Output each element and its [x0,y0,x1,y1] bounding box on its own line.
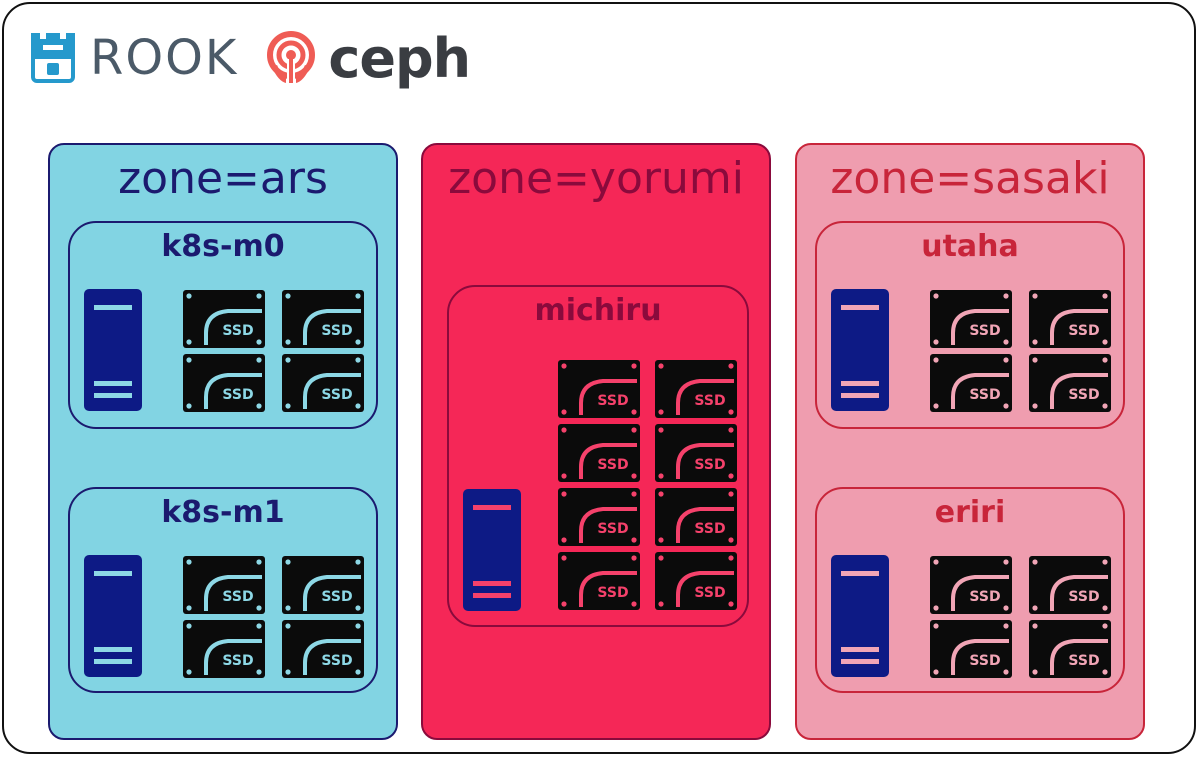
ssd-drive-icon: SSD [557,423,641,483]
host-name: eriri [934,495,1006,530]
ssd-label: SSD [1068,387,1099,403]
host-name: utaha [921,229,1019,264]
ssd-label: SSD [969,589,1000,605]
ssd-label: SSD [1068,323,1099,339]
rook-castle-icon [31,33,75,83]
ssd-drive-icon: SSD [557,359,641,419]
ssd-label: SSD [321,589,352,605]
ssd-label: SSD [1068,653,1099,669]
ssd-label: SSD [694,457,725,473]
ssd-drive-icon: SSD [182,555,266,615]
ssd-drive-icon: SSD [654,423,738,483]
logo-bar: ROOK ceph [28,26,471,90]
ssd-label: SSD [597,457,628,473]
ssd-drive-icon: SSD [281,289,365,349]
ssd-drive-icon: SSD [654,359,738,419]
ssd-drive-icon: SSD [281,555,365,615]
ssd-drive-icon: SSD [654,551,738,611]
ssd-label: SSD [969,387,1000,403]
host-name: michiru [534,293,662,328]
server-icon [84,289,142,411]
host-name: k8s-m0 [161,229,285,264]
ssd-drive-icon: SSD [182,353,266,413]
ssd-drive-icon: SSD [281,353,365,413]
ssd-drive-icon: SSD [1028,555,1112,615]
ceph-logo-icon [267,31,316,83]
ssd-drive-icon: SSD [182,619,266,679]
zone-title: zone=yorumi [448,153,744,204]
rook-wordmark: ROOK [90,30,239,86]
ssd-label: SSD [597,393,628,409]
ceph-wordmark: ceph [328,26,471,90]
ssd-label: SSD [597,585,628,601]
ssd-drive-icon: SSD [929,555,1013,615]
ssd-drive-icon: SSD [1028,353,1112,413]
ssd-label: SSD [222,653,253,669]
ssd-label: SSD [222,387,253,403]
ssd-label: SSD [222,589,253,605]
host-name: k8s-m1 [161,495,285,530]
ssd-label: SSD [222,323,253,339]
server-icon [463,489,521,611]
ssd-drive-icon: SSD [557,551,641,611]
ssd-label: SSD [969,323,1000,339]
ssd-drive-icon: SSD [929,289,1013,349]
ssd-label: SSD [694,521,725,537]
ssd-drive-icon: SSD [1028,619,1112,679]
ssd-label: SSD [969,653,1000,669]
ssd-drive-icon: SSD [281,619,365,679]
server-icon [831,555,889,677]
ssd-label: SSD [597,521,628,537]
ssd-drive-icon: SSD [182,289,266,349]
ssd-label: SSD [1068,589,1099,605]
ssd-label: SSD [321,323,352,339]
ssd-label: SSD [321,653,352,669]
zone-title: zone=ars [118,153,328,204]
server-icon [831,289,889,411]
ssd-label: SSD [321,387,352,403]
ssd-drive-icon: SSD [929,353,1013,413]
ssd-drive-icon: SSD [1028,289,1112,349]
ssd-label: SSD [694,393,725,409]
ssd-drive-icon: SSD [929,619,1013,679]
ssd-drive-icon: SSD [557,487,641,547]
zone-title: zone=sasaki [830,153,1110,204]
server-icon [84,555,142,677]
ssd-drive-icon: SSD [654,487,738,547]
ssd-label: SSD [694,585,725,601]
